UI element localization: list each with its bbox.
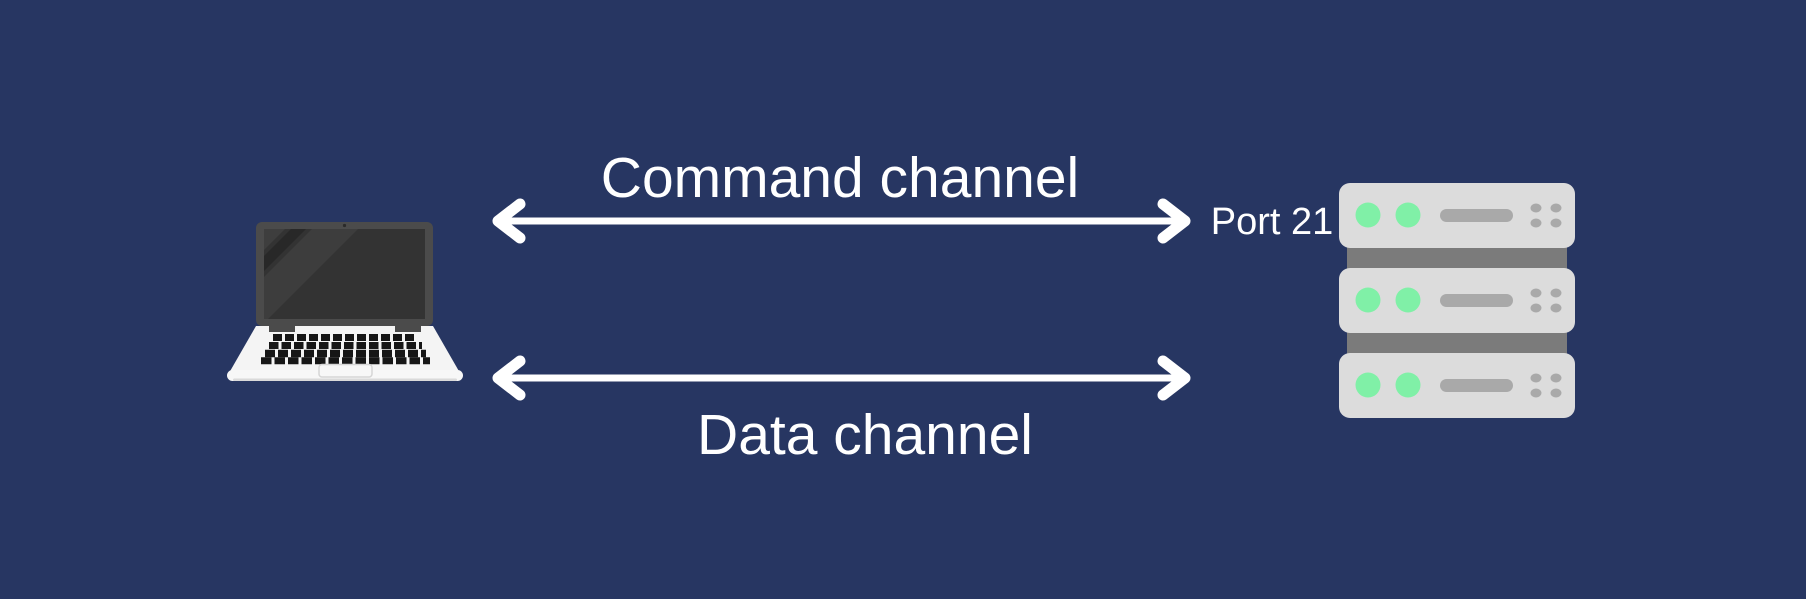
server-rack-icon bbox=[1339, 183, 1575, 418]
data-channel-label: Data channel bbox=[697, 403, 1033, 467]
command-channel-arrow bbox=[492, 198, 1191, 244]
laptop-icon bbox=[227, 215, 463, 383]
port-21-label: Port 21 bbox=[1210, 201, 1334, 243]
command-channel-label: Command channel bbox=[600, 146, 1080, 210]
data-channel-arrow bbox=[492, 355, 1191, 401]
